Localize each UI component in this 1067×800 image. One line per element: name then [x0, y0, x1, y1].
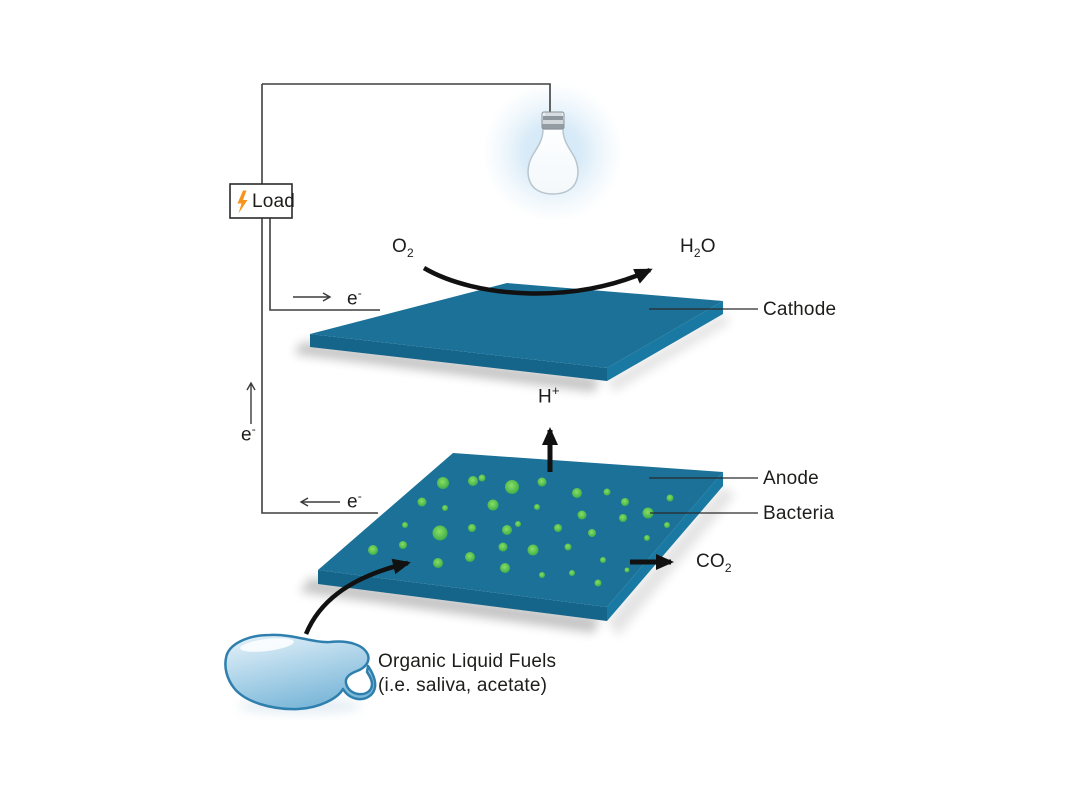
- co2-label: CO2: [696, 551, 732, 575]
- bacteria-dot: [554, 524, 562, 532]
- bacteria-dot: [402, 522, 408, 528]
- leader-lines: [649, 308, 758, 514]
- bacteria-dot: [534, 504, 540, 510]
- anode-top: [318, 453, 723, 607]
- bacteria-dot: [624, 567, 630, 573]
- cathode-shadow: [294, 342, 600, 392]
- o2-to-h2o-arrow: [422, 266, 653, 296]
- bacteria-dot: [577, 510, 587, 520]
- cathode-top: [310, 283, 723, 368]
- bacteria-dot: [478, 474, 486, 482]
- cathode-label: Cathode: [763, 299, 837, 320]
- cathode-side-left: [310, 334, 607, 381]
- fuel-caption-line2: (i.e. saliva, acetate): [378, 675, 548, 696]
- bacteria-dot: [588, 529, 596, 537]
- wire-left-to-anode: [261, 84, 378, 514]
- h-plus-label: H+: [538, 383, 560, 408]
- electron-arrows: [246, 292, 340, 507]
- bacteria-dot: [442, 505, 448, 511]
- bulb-glass: [527, 128, 579, 195]
- wire-top: [262, 83, 551, 114]
- electron-label-cathode: e-: [347, 286, 362, 310]
- bacteria-dot: [594, 579, 602, 587]
- bacteria-dot: [505, 480, 519, 494]
- circuit-wires: [261, 83, 551, 514]
- load-box: [229, 183, 293, 219]
- bacteria-dot: [621, 498, 629, 506]
- bacteria-dot: [537, 477, 547, 487]
- bacteria-dot: [603, 488, 611, 496]
- light-bulb: [527, 111, 579, 195]
- bacteria-dot: [569, 570, 575, 576]
- cathode-plate: [310, 283, 723, 381]
- bacteria-dot: [417, 497, 427, 507]
- cathode-shadow-right: [607, 314, 731, 392]
- anode-shadow: [300, 578, 600, 633]
- bacteria-dot: [437, 477, 449, 489]
- o2-label: O2: [392, 236, 414, 260]
- anode-side-right: [607, 472, 723, 621]
- bacteria-dot: [572, 488, 582, 498]
- bacteria-dot: [468, 476, 478, 486]
- bacteria-dot: [399, 541, 407, 549]
- bacteria-dot: [368, 545, 378, 555]
- wire-to-cathode: [269, 205, 380, 311]
- bacteria-dot: [502, 525, 512, 535]
- fuel-caption: Organic Liquid Fuels (i.e. saliva, aceta…: [378, 650, 556, 698]
- bacteria-dot: [465, 552, 475, 562]
- anode-plate: [318, 453, 723, 621]
- bulb-cap: [541, 111, 565, 130]
- bacteria-dot: [468, 524, 476, 532]
- bacteria-dot: [527, 544, 539, 556]
- bacteria-dots: [368, 474, 674, 587]
- anode-label: Anode: [763, 468, 819, 489]
- fuel-caption-line1: Organic Liquid Fuels: [378, 651, 557, 672]
- bacteria-dot: [432, 525, 448, 541]
- electron-label-wire: e-: [241, 422, 256, 446]
- fuel-droplet-highlight: [240, 638, 294, 652]
- bacteria-dot: [515, 521, 521, 527]
- bacteria-dot: [619, 514, 627, 522]
- load-label: Load: [252, 191, 296, 212]
- bacteria-dot: [664, 522, 670, 528]
- bacteria-dot: [433, 558, 443, 568]
- reaction-arrows: [303, 266, 674, 635]
- bacteria-dot: [500, 563, 510, 573]
- h2o-label: H2O: [680, 236, 716, 260]
- bacteria-dot: [487, 499, 499, 511]
- bacteria-label: Bacteria: [763, 503, 835, 524]
- cathode-side-right: [607, 301, 723, 381]
- fuel-to-anode-arrow: [303, 558, 411, 635]
- fuel-droplet-body: [224, 633, 377, 711]
- bacteria-dot: [644, 535, 650, 541]
- bacteria-dot: [642, 507, 654, 519]
- bacteria-dot: [539, 572, 545, 578]
- bacteria-dot: [600, 557, 606, 563]
- lightning-bolt-icon: [237, 190, 248, 214]
- bacteria-dot: [564, 543, 572, 551]
- bacteria-dot: [666, 494, 674, 502]
- fuel-droplet: [224, 633, 377, 714]
- anode-side-left: [318, 570, 607, 621]
- electron-label-anode: e-: [347, 489, 362, 513]
- bacteria-dot: [498, 542, 508, 552]
